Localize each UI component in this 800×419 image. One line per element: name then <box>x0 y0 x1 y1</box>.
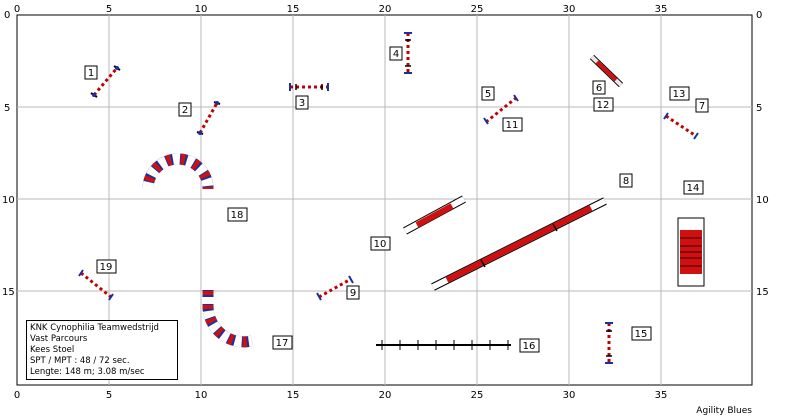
brand-label: Agility Blues <box>696 406 752 416</box>
hurdle-19 <box>78 269 114 301</box>
label-3: 3 <box>295 95 309 110</box>
label-19: 19 <box>96 259 117 274</box>
label-14: 14 <box>683 180 704 195</box>
x-tick-top: 20 <box>379 4 392 15</box>
label-10-text: 10 <box>374 239 387 250</box>
hurdle-1 <box>90 65 121 98</box>
x-tick-bottom: 5 <box>106 390 112 401</box>
label-1-text: 1 <box>88 68 94 79</box>
label-19-text: 19 <box>100 262 113 273</box>
x-tick-bottom: 0 <box>14 390 20 401</box>
y-tick-right: 15 <box>756 287 769 298</box>
hurdle-4 <box>404 32 412 74</box>
course-times: SPT / MPT : 48 / 72 sec. <box>30 356 130 366</box>
seesaw-10 <box>403 195 466 235</box>
y-tick-left: 10 <box>2 195 15 206</box>
label-10: 10 <box>370 236 391 251</box>
label-13-text: 13 <box>673 89 686 100</box>
label-12-text: 12 <box>597 100 610 111</box>
y-tick-left: 5 <box>4 103 10 114</box>
course-type: Vast Parcours <box>30 334 88 344</box>
label-8: 8 <box>619 173 633 188</box>
label-13: 13 <box>669 86 690 101</box>
label-11: 11 <box>502 117 523 132</box>
y-tick-right: 5 <box>756 103 762 114</box>
course-length: Lengte: 148 m; 3.08 m/sec <box>30 367 145 377</box>
label-2-text: 2 <box>182 105 188 116</box>
tunnel-17 <box>202 283 254 348</box>
label-17-text: 17 <box>276 338 289 349</box>
label-14-text: 14 <box>687 183 700 194</box>
obstacle-6 <box>589 54 624 88</box>
hurdle-9 <box>316 275 354 301</box>
x-tick-bottom: 30 <box>563 390 576 401</box>
x-tick-top: 0 <box>14 4 20 15</box>
label-16-text: 16 <box>523 341 536 352</box>
hurdle-2 <box>196 101 221 135</box>
label-15: 15 <box>631 326 652 341</box>
x-tick-top: 35 <box>655 4 668 15</box>
label-6-text: 6 <box>596 83 602 94</box>
hurdle-15 <box>605 322 613 364</box>
label-8-text: 8 <box>623 176 629 187</box>
hurdle-3 <box>289 83 329 91</box>
x-tick-top: 15 <box>287 4 300 15</box>
label-1: 1 <box>84 65 98 80</box>
label-18: 18 <box>227 207 248 222</box>
x-tick-top: 30 <box>563 4 576 15</box>
label-12: 12 <box>593 97 614 112</box>
label-3-text: 3 <box>299 98 305 109</box>
label-9: 9 <box>346 285 360 300</box>
label-11-text: 11 <box>506 120 519 131</box>
y-tick-right: 10 <box>756 195 769 206</box>
x-tick-top: 5 <box>106 4 112 15</box>
label-16: 16 <box>519 338 540 353</box>
label-18-text: 18 <box>231 210 244 221</box>
dogwalk-8 <box>431 197 607 291</box>
x-tick-top: 10 <box>195 4 208 15</box>
x-tick-bottom: 10 <box>195 390 208 401</box>
y-tick-left: 0 <box>4 10 10 21</box>
y-tick-left: 15 <box>2 287 15 298</box>
label-5: 5 <box>481 86 495 101</box>
label-2: 2 <box>178 102 192 117</box>
hurdle-7 <box>663 112 699 140</box>
course-info-box: KNK Cynophilia Teamwedstrijd Vast Parcou… <box>26 320 178 380</box>
label-4: 4 <box>389 46 403 61</box>
aframe-14 <box>677 217 705 287</box>
hurdle-5 <box>483 94 519 125</box>
label-7-text: 7 <box>699 101 705 112</box>
label-7: 7 <box>695 98 709 113</box>
weave-poles-16 <box>376 340 511 350</box>
label-6: 6 <box>592 80 606 95</box>
event-name: KNK Cynophilia Teamwedstrijd <box>30 323 159 333</box>
x-tick-top: 25 <box>471 4 484 15</box>
x-tick-bottom: 35 <box>655 390 668 401</box>
label-15-text: 15 <box>635 329 648 340</box>
label-17: 17 <box>272 335 293 350</box>
y-tick-right: 0 <box>756 10 762 21</box>
label-5-text: 5 <box>485 89 491 100</box>
x-tick-bottom: 25 <box>471 390 484 401</box>
label-9-text: 9 <box>350 288 356 299</box>
x-tick-bottom: 15 <box>287 390 300 401</box>
label-4-text: 4 <box>393 49 399 60</box>
judge-name: Kees Stoel <box>30 345 75 355</box>
tunnel-18 <box>142 153 214 190</box>
x-tick-bottom: 20 <box>379 390 392 401</box>
